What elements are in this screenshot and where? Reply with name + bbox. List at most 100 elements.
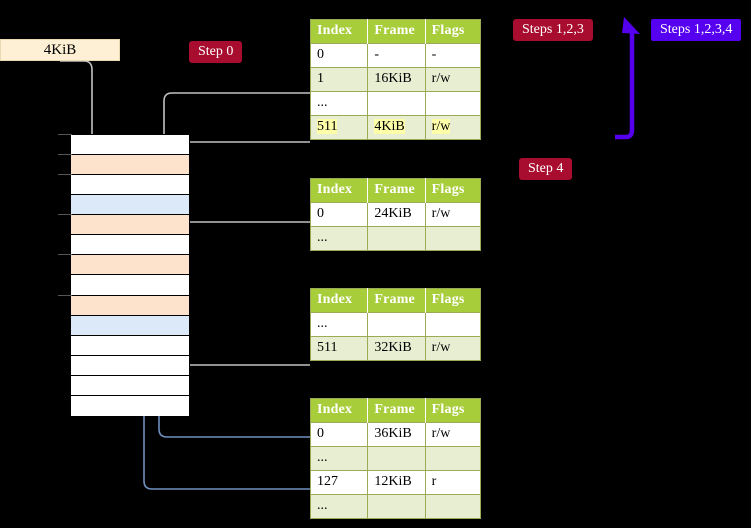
table-cell: 12KiB [367, 470, 426, 495]
memory-frame-row [71, 235, 189, 256]
column-header-frame: Frame [367, 19, 426, 44]
table-cell: ... [310, 312, 369, 337]
memory-tick [58, 154, 72, 156]
column-header-flags: Flags [425, 178, 481, 203]
column-header-index: Index [310, 178, 369, 203]
table-cell: 0 [310, 43, 369, 68]
memory-frame-row [71, 175, 189, 196]
table-cell: ... [310, 226, 369, 251]
table-cell [367, 91, 426, 116]
table-cell: r/w [425, 115, 481, 140]
table-cell: r/w [425, 336, 481, 361]
memory-frame-row [71, 375, 189, 396]
table-cell: - [425, 43, 481, 68]
memory-frame-row [71, 335, 189, 356]
table-cell: r/w [425, 202, 481, 227]
memory-frame-row [71, 135, 189, 156]
badge-steps-123-text: Steps 1,2,3 [522, 22, 584, 37]
table-cell [425, 446, 481, 471]
table-cell [367, 494, 426, 519]
table-cell: ... [310, 446, 369, 471]
table-cell [425, 226, 481, 251]
table-cell: 24KiB [367, 202, 426, 227]
memory-tick [58, 214, 72, 216]
table-cell: 36KiB [367, 422, 426, 447]
badge-step0-text: Step 0 [198, 44, 234, 59]
memory-frame-row [71, 215, 189, 236]
column-header-index: Index [310, 19, 369, 44]
column-header-frame: Frame [367, 398, 426, 423]
table-cell: 1 [310, 67, 369, 92]
column-header-flags: Flags [425, 398, 481, 423]
table-cell: - [367, 43, 426, 68]
table-cell: 0 [310, 202, 369, 227]
table-cell: r/w [425, 67, 481, 92]
table-row[interactable]: ... [310, 312, 481, 337]
table-row[interactable]: 0-- [310, 43, 481, 68]
highlighted-value: r/w [431, 119, 451, 134]
memory-frame-row [71, 355, 189, 376]
table-cell [425, 494, 481, 519]
table-cell: r/w [425, 422, 481, 447]
size-label-box: 4KiB [0, 39, 120, 61]
size-label-text: 4KiB [43, 42, 77, 58]
table-cell: ... [310, 91, 369, 116]
table-cell: 32KiB [367, 336, 426, 361]
memory-frame-row [71, 155, 189, 176]
memory-tick [58, 134, 72, 135]
table-cell [425, 91, 481, 116]
badge-step4: Step 4 [519, 158, 573, 180]
column-header-frame: Frame [367, 178, 426, 203]
table-row[interactable]: 511 4KiB r/w [310, 115, 481, 140]
memory-frame-row [71, 395, 189, 416]
violet-bracket-arrow [615, 22, 635, 140]
table-cell: 0 [310, 422, 369, 447]
table-row[interactable]: ... [310, 226, 481, 251]
table-cell [367, 226, 426, 251]
table-cell [367, 312, 426, 337]
memory-tick [58, 174, 72, 176]
memory-tick [58, 254, 72, 256]
column-header-flags: Flags [425, 19, 481, 44]
badge-steps-123: Steps 1,2,3 [513, 19, 593, 41]
column-header-frame: Frame [367, 288, 426, 313]
table-cell: 4KiB [367, 115, 426, 140]
physical-memory-column [70, 134, 190, 416]
table-cell: ... [310, 494, 369, 519]
highlighted-value: 4KiB [374, 119, 405, 134]
column-header-index: Index [310, 288, 369, 313]
table-cell [425, 312, 481, 337]
memory-frame-row [71, 295, 189, 316]
table-cell: 511 [310, 336, 369, 361]
table-row[interactable]: ... [310, 91, 481, 116]
memory-frame-row [71, 275, 189, 296]
table-cell: 511 [310, 115, 369, 140]
table-row[interactable]: ... [310, 494, 481, 519]
memory-tick [58, 294, 72, 296]
badge-step4-text: Step 4 [528, 161, 564, 176]
table-cell: r [425, 470, 481, 495]
violet-arrowhead [622, 17, 640, 34]
memory-frame-row [71, 315, 189, 336]
badge-steps-1234: Steps 1,2,3,4 [651, 19, 742, 41]
column-header-index: Index [310, 398, 369, 423]
table-cell: 16KiB [367, 67, 426, 92]
badge-steps-1234-text: Steps 1,2,3,4 [660, 22, 733, 37]
memory-frame-row [71, 255, 189, 276]
column-header-flags: Flags [425, 288, 481, 313]
memory-frame-row [71, 195, 189, 216]
badge-step0: Step 0 [189, 41, 243, 63]
table-cell [367, 446, 426, 471]
highlighted-value: 511 [317, 119, 338, 134]
table-row[interactable]: ... [310, 446, 481, 471]
